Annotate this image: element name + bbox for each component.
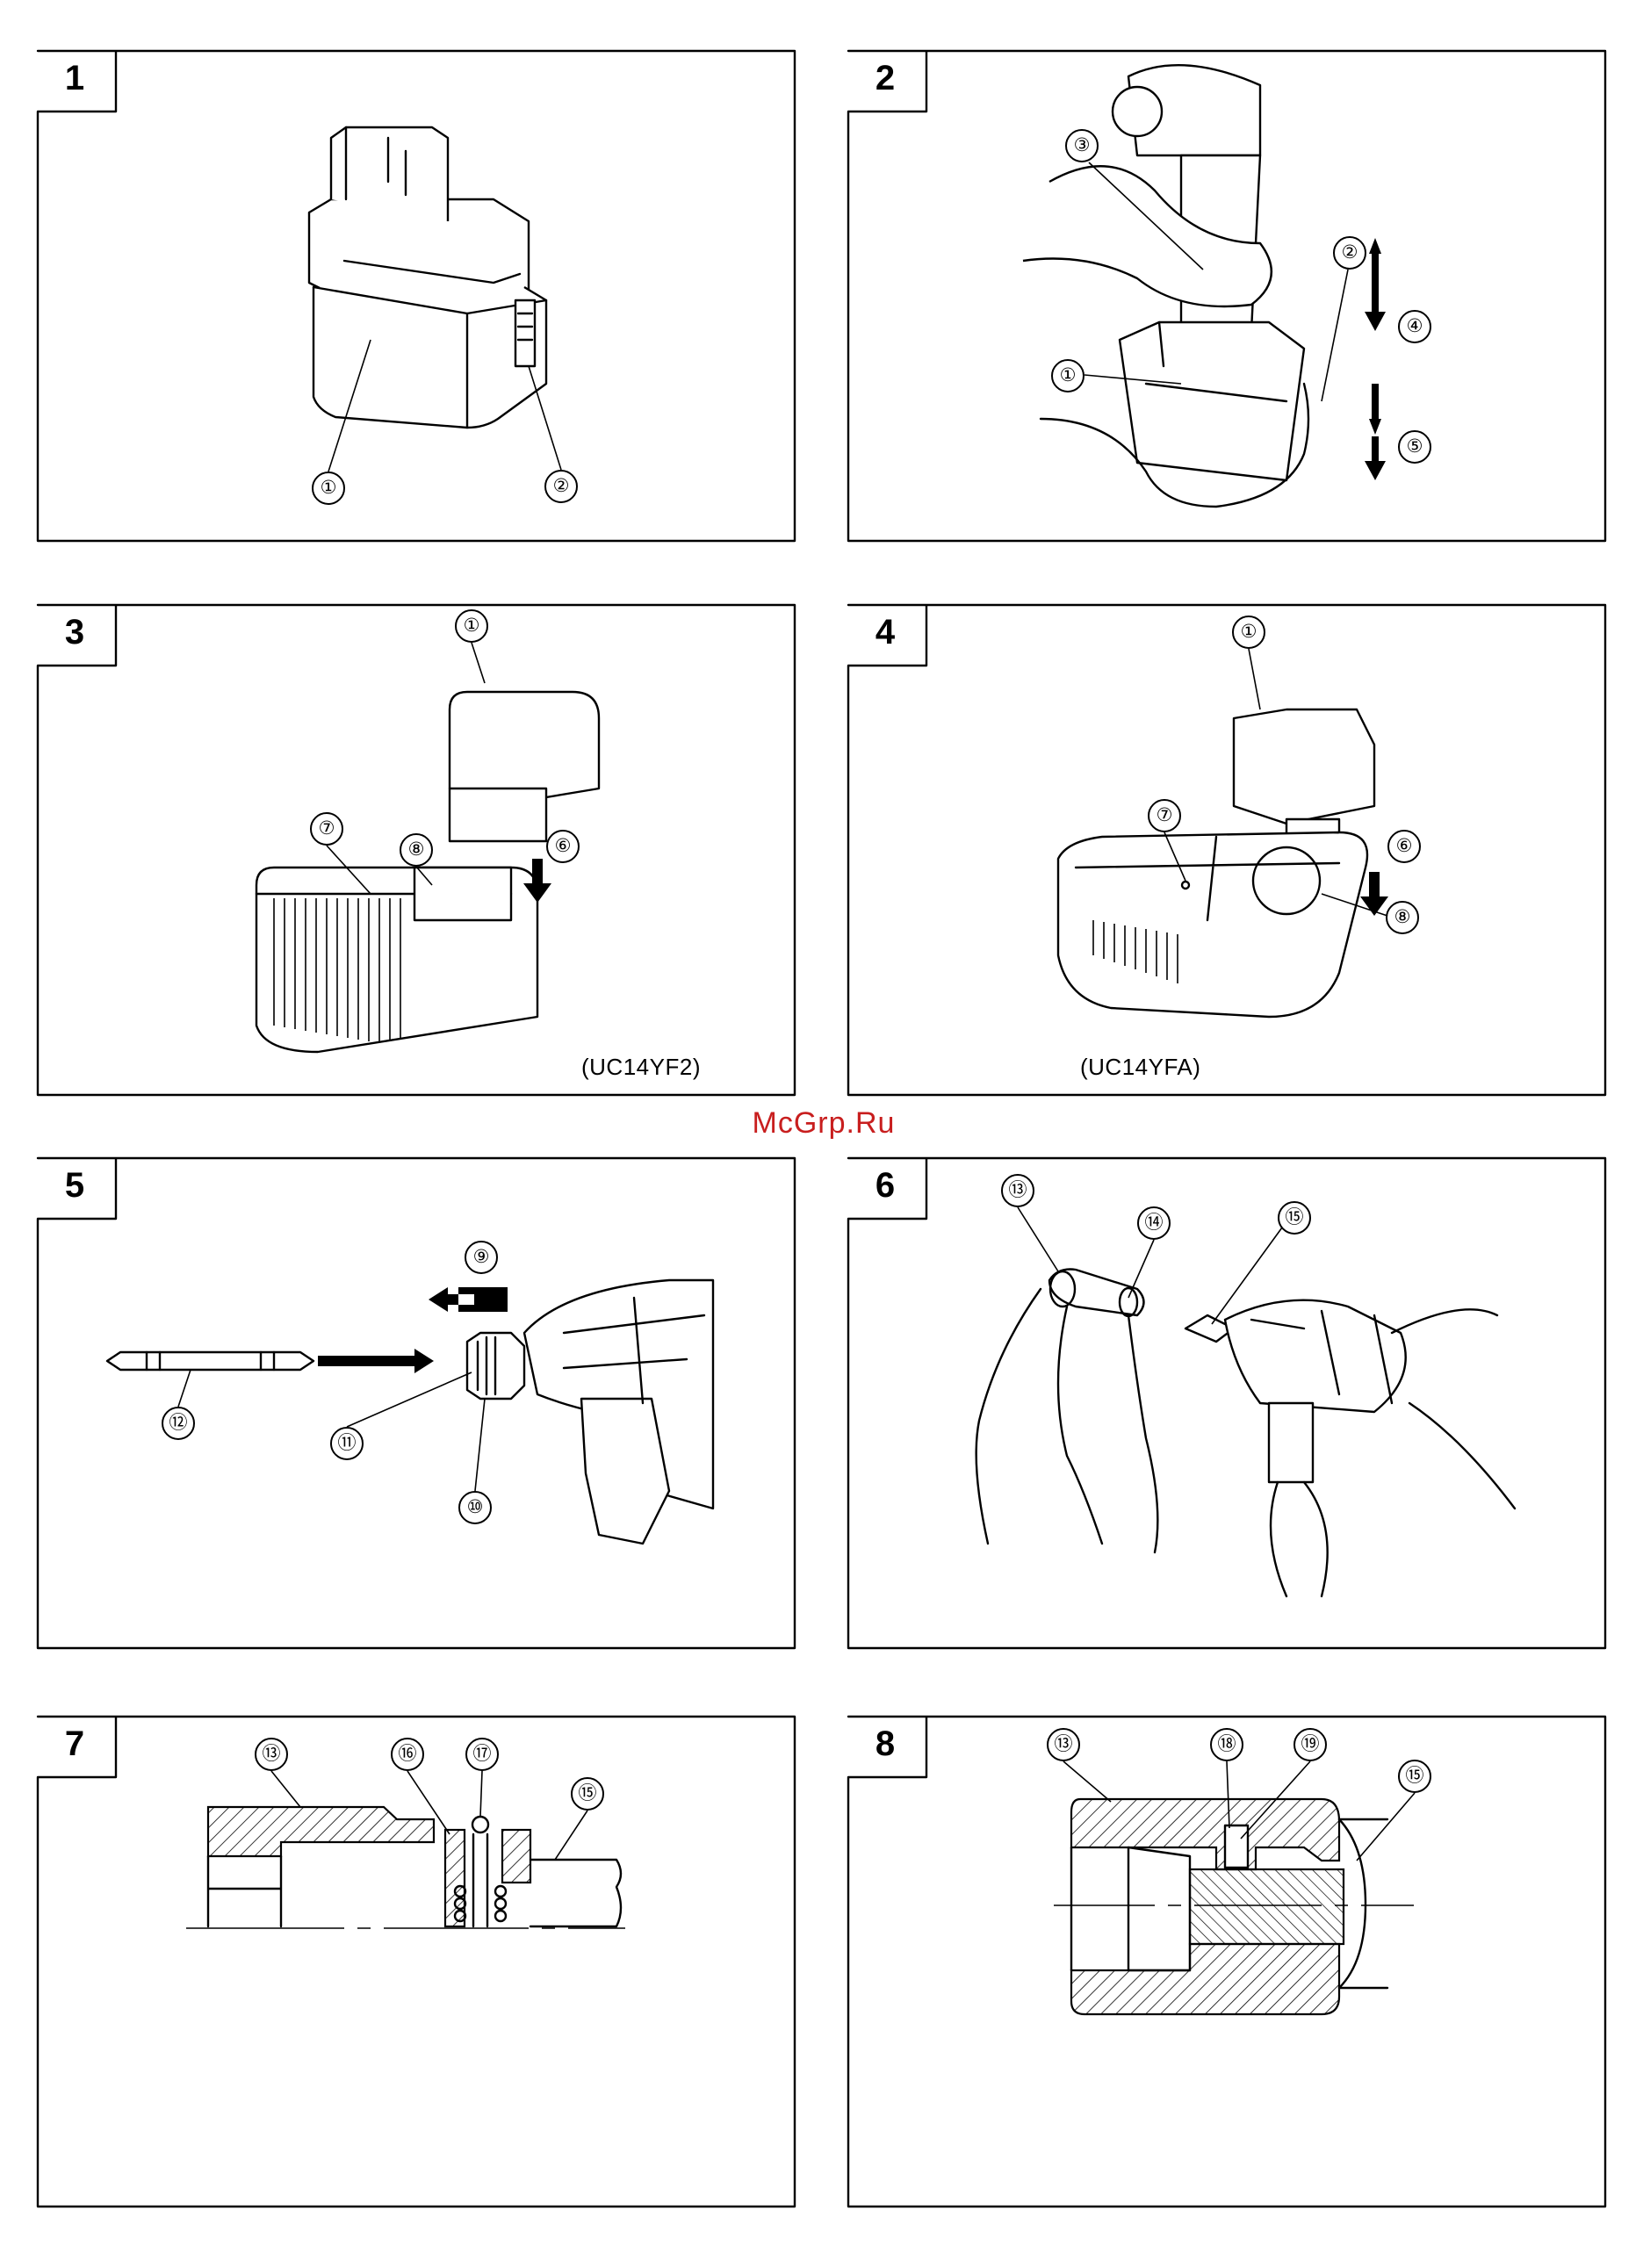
figure-3: 3 ① ⑦ ⑧ ⑥ (UC14YF2) bbox=[37, 604, 796, 1096]
leader-lines bbox=[847, 1716, 1606, 2207]
leader-lines bbox=[37, 1157, 796, 1649]
leader-lines bbox=[847, 50, 1606, 542]
figure-1: 1 ① ② bbox=[37, 50, 796, 542]
figure-8: 8 ⑬ ⑱ ⑲ ⑮ bbox=[847, 1716, 1606, 2207]
leader-lines bbox=[37, 50, 796, 542]
leader-lines bbox=[847, 604, 1606, 1096]
leader-lines bbox=[847, 1157, 1606, 1649]
figure-2: 2 ③ ② ④ ① ⑤ bbox=[847, 50, 1606, 542]
leader-lines bbox=[37, 604, 796, 1096]
figure-4: 4 ① ⑦ ⑥ ⑧ (UC14YFA) bbox=[847, 604, 1606, 1096]
watermark: McGrp.Ru bbox=[731, 1106, 916, 1141]
leader-lines bbox=[37, 1716, 796, 2207]
figure-5: 5 ⑨ ⑫ ⑪ ⑩ bbox=[37, 1157, 796, 1649]
figure-7: 7 ⑬ ⑯ ⑰ ⑮ bbox=[37, 1716, 796, 2207]
figure-6: 6 ⑬ ⑭ ⑮ bbox=[847, 1157, 1606, 1649]
